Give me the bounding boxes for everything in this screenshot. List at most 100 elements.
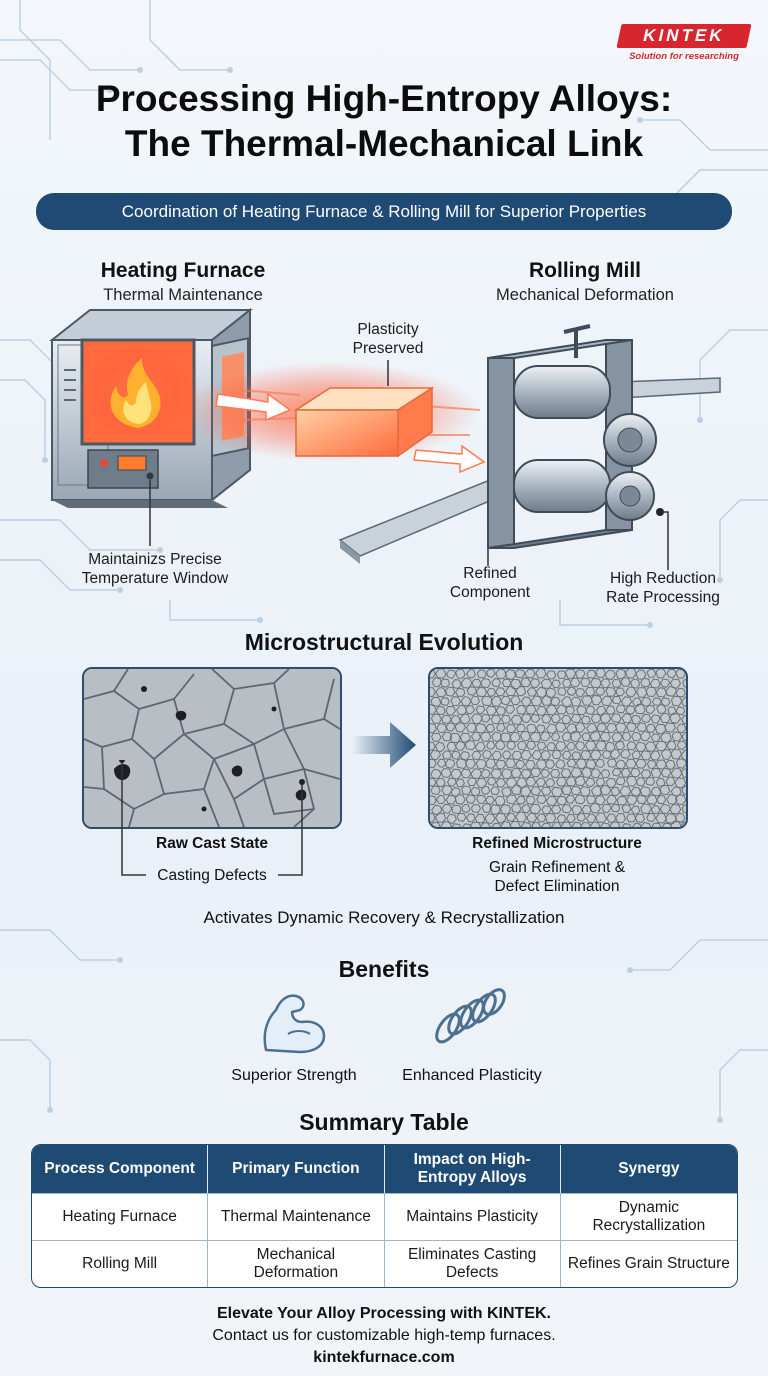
grain-cell bbox=[656, 794, 667, 805]
grain-cell bbox=[554, 721, 567, 733]
grain-cell bbox=[630, 714, 642, 725]
grain-cell bbox=[580, 821, 591, 827]
grain-cell bbox=[681, 696, 686, 707]
raw-cast-micrograph bbox=[82, 667, 342, 829]
grain-cell bbox=[495, 777, 506, 788]
grain-cell bbox=[509, 820, 522, 827]
grain-cell bbox=[669, 678, 681, 689]
grain-cell bbox=[430, 669, 436, 679]
grain-cell bbox=[661, 822, 672, 827]
grain-cell bbox=[529, 731, 542, 743]
mill-header: Rolling Mill Mechanical Deformation bbox=[455, 259, 715, 305]
grain-cell bbox=[586, 722, 598, 734]
grain-cell bbox=[650, 733, 661, 743]
grain-cell bbox=[510, 767, 522, 779]
grain-cell bbox=[581, 767, 593, 778]
grain-cell bbox=[535, 669, 547, 679]
table-cell: Refines Grain Structure bbox=[560, 1240, 737, 1287]
grain-cell bbox=[456, 704, 468, 716]
grain-cell bbox=[635, 776, 646, 787]
grain-cell bbox=[455, 669, 466, 679]
grain-cell bbox=[560, 768, 572, 779]
grain-cell bbox=[620, 748, 631, 760]
grain-cell bbox=[561, 678, 572, 688]
table-header-row: Process Component Primary Function Impac… bbox=[32, 1145, 737, 1193]
grain-cell bbox=[595, 777, 606, 787]
grain-cell bbox=[545, 687, 557, 699]
grain-cell bbox=[495, 812, 507, 824]
grain-cell bbox=[590, 768, 601, 779]
grain-cell bbox=[521, 804, 531, 814]
grain-cell bbox=[646, 812, 657, 823]
grain-cell bbox=[581, 804, 592, 815]
micro-section-title: Microstructural Evolution bbox=[244, 629, 524, 655]
grain-cell bbox=[671, 731, 683, 742]
grain-cell bbox=[465, 722, 477, 734]
grain-cell bbox=[594, 795, 606, 806]
grain-cell bbox=[641, 713, 652, 723]
grain-cell bbox=[561, 785, 573, 796]
grain-cell bbox=[435, 687, 447, 698]
header-impact: Impact on High-Entropy Alloys bbox=[384, 1145, 561, 1193]
grain-cell bbox=[670, 695, 683, 707]
footer-contact: Contact us for customizable high-temp fu… bbox=[212, 1327, 556, 1344]
grain-cell bbox=[621, 804, 632, 814]
grain-cell bbox=[505, 758, 517, 769]
grain-cell bbox=[596, 722, 607, 733]
mill-note-line-2: Rate Processing bbox=[606, 589, 720, 606]
footer-url[interactable]: kintekfurnace.com bbox=[313, 1349, 455, 1366]
grain-cell bbox=[450, 715, 461, 725]
grain-cell bbox=[430, 687, 436, 698]
grain-cell bbox=[526, 740, 537, 751]
grain-cell bbox=[480, 768, 491, 779]
grain-cell bbox=[571, 804, 583, 816]
grain-cell bbox=[556, 670, 567, 680]
grain-cell bbox=[645, 723, 656, 733]
grain-cell bbox=[436, 758, 447, 768]
grain-cell bbox=[611, 731, 623, 743]
grain-cell bbox=[480, 678, 492, 689]
grain-cell bbox=[490, 714, 502, 725]
grain-cell bbox=[580, 677, 591, 688]
grain-cell bbox=[589, 730, 601, 742]
grain-cell bbox=[681, 715, 686, 725]
grain-cell bbox=[566, 741, 576, 751]
grain-cell bbox=[580, 715, 591, 725]
grain-cell bbox=[625, 775, 638, 787]
grain-cell bbox=[540, 750, 551, 761]
grain-cell bbox=[444, 758, 456, 769]
grain-cell bbox=[470, 768, 483, 780]
grain-cell bbox=[459, 713, 471, 725]
strip-note-line-1: Refined bbox=[463, 565, 517, 582]
grain-cell bbox=[544, 759, 556, 770]
table-cell: Dynamic Recrystallization bbox=[560, 1193, 737, 1240]
grain-cell bbox=[639, 786, 651, 797]
grain-cell bbox=[470, 803, 481, 814]
grain-cell bbox=[525, 776, 537, 788]
grain-cell bbox=[431, 677, 443, 688]
grain-cell bbox=[461, 785, 472, 796]
grain-cell bbox=[505, 704, 516, 715]
grain-cell bbox=[430, 749, 441, 761]
grain-cell bbox=[465, 705, 475, 715]
grain-cell bbox=[520, 749, 532, 761]
grain-cell bbox=[614, 740, 626, 751]
casting-defects-label: Casting Defects bbox=[157, 867, 267, 884]
grain-cell bbox=[526, 812, 538, 823]
grain-cell bbox=[441, 803, 453, 814]
grain-cell bbox=[615, 722, 627, 733]
grain-cell bbox=[551, 821, 562, 827]
grain-cell bbox=[570, 696, 582, 707]
grain-cell bbox=[666, 669, 677, 679]
grain-cell bbox=[645, 686, 657, 697]
grain-cell bbox=[574, 794, 586, 805]
benefit-strength-label: Superior Strength bbox=[231, 1067, 357, 1084]
grain-cell bbox=[536, 794, 547, 805]
grain-cell bbox=[486, 687, 497, 697]
grain-cell bbox=[447, 777, 457, 787]
grain-cell bbox=[539, 731, 551, 742]
grain-cell bbox=[581, 695, 593, 706]
grain-cell bbox=[530, 713, 541, 724]
grain-cell bbox=[660, 697, 671, 707]
grain-cell bbox=[634, 813, 646, 824]
